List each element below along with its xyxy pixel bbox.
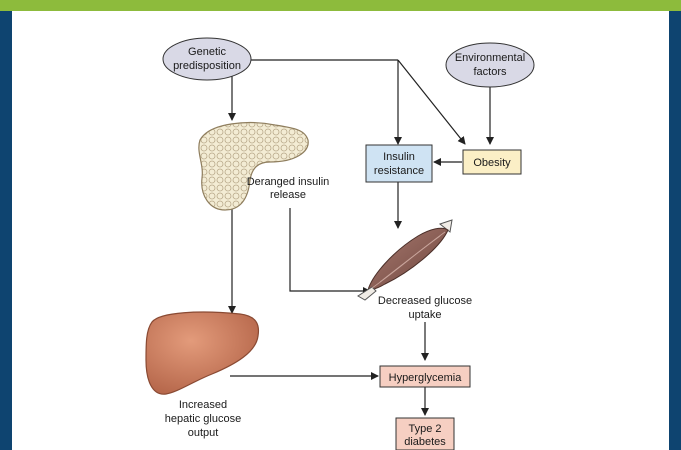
muscle-illustration <box>357 219 453 301</box>
hepatic-line1: Increased <box>179 399 227 411</box>
insulin-line2: resistance <box>374 165 424 177</box>
arrow-pancreas-to-muscle <box>289 208 371 295</box>
node-environmental-factors: Environmental factors <box>445 42 535 88</box>
deranged-insulin-line1: Deranged insulin <box>247 176 330 188</box>
node-type2-diabetes: Type 2 diabetes <box>395 417 455 450</box>
obesity-label: Obesity <box>473 157 511 169</box>
node-obesity: Obesity <box>462 149 522 175</box>
hepatic-line2: hepatic glucose <box>165 413 241 425</box>
insulin-line1: Insulin <box>383 151 415 163</box>
top-accent-bar <box>0 0 681 11</box>
pancreas-illustration <box>198 122 309 211</box>
genetic-line1: Genetic <box>188 46 226 58</box>
decreased-glucose-line2: uptake <box>408 309 441 321</box>
node-hyperglycemia: Hyperglycemia <box>379 365 471 388</box>
arrow-genetic-to-obesity <box>397 59 466 145</box>
node-insulin-resistance: Insulin resistance <box>365 144 433 183</box>
genetic-line2: predisposition <box>173 60 241 72</box>
type2-line1: Type 2 <box>408 423 441 435</box>
deranged-insulin-line2: release <box>270 189 306 201</box>
hyperglycemia-label: Hyperglycemia <box>389 372 463 384</box>
connectors <box>228 59 494 416</box>
diagram-canvas <box>12 11 669 450</box>
node-genetic-predisposition: Genetic predisposition <box>162 37 252 81</box>
hepatic-line3: output <box>188 427 219 439</box>
liver-illustration <box>145 311 260 395</box>
environmental-line1: Environmental <box>455 52 525 64</box>
decreased-glucose-line1: Decreased glucose <box>378 295 472 307</box>
type2-line2: diabetes <box>404 436 446 448</box>
environmental-line2: factors <box>473 66 507 78</box>
